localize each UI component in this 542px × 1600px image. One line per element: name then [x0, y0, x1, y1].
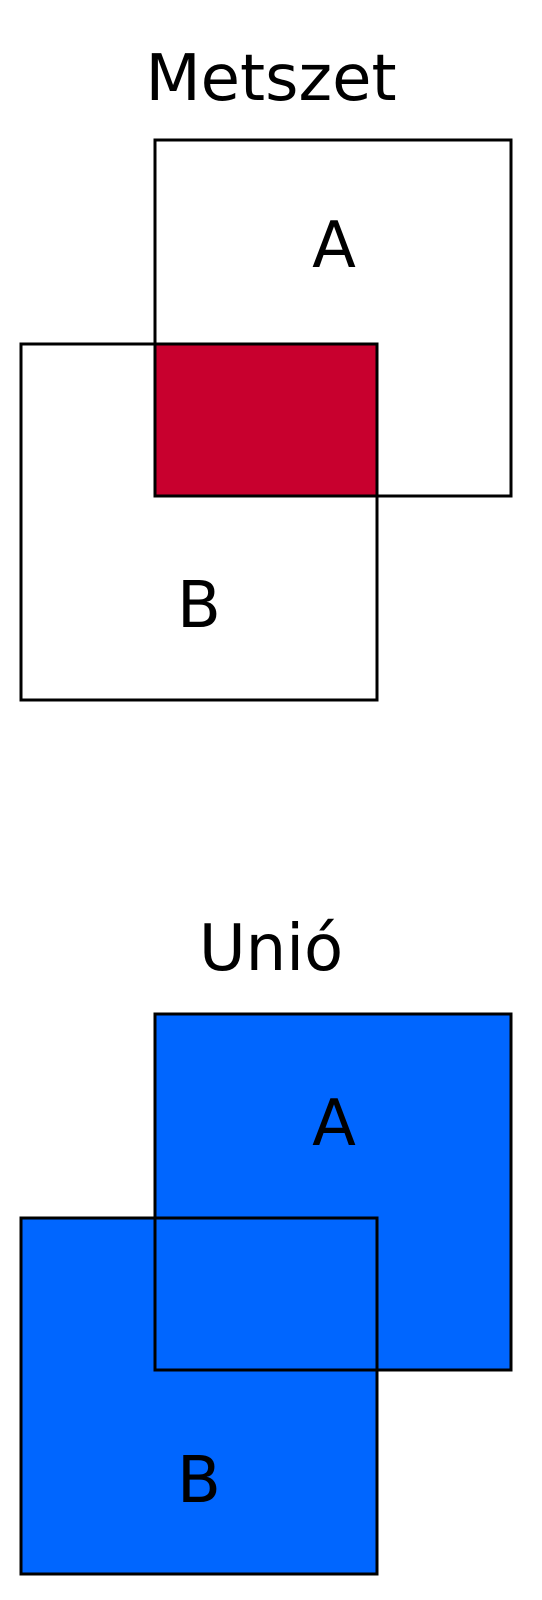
- set-a-square: [153, 138, 513, 498]
- intersection-region: [155, 344, 377, 496]
- set-b-square: [19, 1216, 379, 1576]
- set-a-label: A: [312, 209, 356, 283]
- set-b-fill: [21, 1218, 377, 1574]
- set-a-label: A: [312, 1087, 356, 1161]
- set-a-square: [153, 1012, 513, 1372]
- set-b-label: B: [177, 1444, 221, 1518]
- intersection-title: Metszet: [145, 42, 396, 116]
- union-title: Unió: [199, 912, 343, 986]
- union-panel: Unió A B: [19, 912, 513, 1576]
- intersection-panel: Metszet A B: [19, 42, 513, 702]
- set-b-square: [19, 342, 379, 702]
- set-b-label: B: [177, 569, 221, 643]
